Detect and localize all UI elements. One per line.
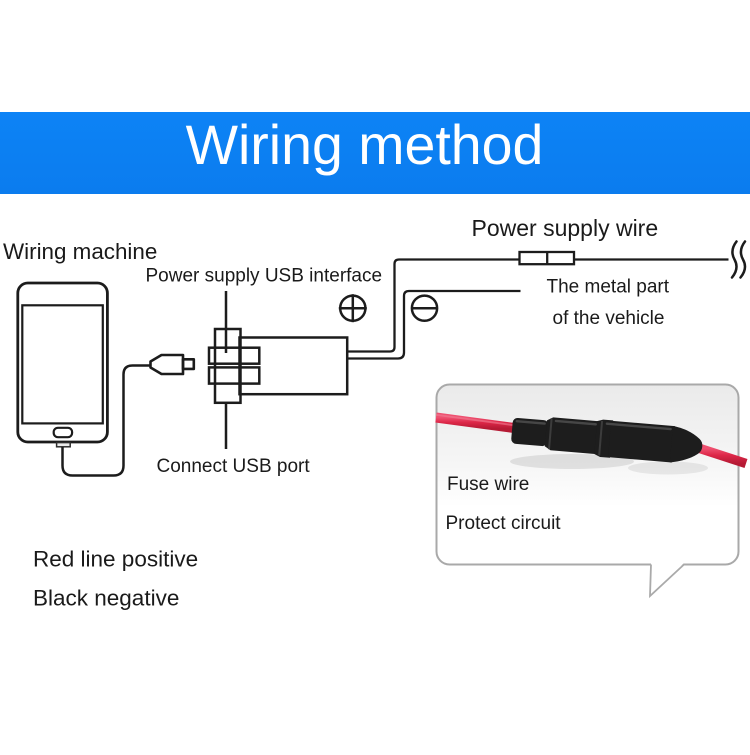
svg-text:Power supply USB interface: Power supply USB interface [146,266,383,287]
svg-text:Wiring method: Wiring method [186,114,544,176]
svg-text:Fuse wire: Fuse wire [447,474,529,495]
svg-text:Wiring machine: Wiring machine [3,239,157,264]
svg-text:Power supply wire: Power supply wire [472,215,659,241]
svg-text:of the vehicle: of the vehicle [553,308,665,329]
svg-text:Black negative: Black negative [33,586,179,611]
svg-text:Protect circuit: Protect circuit [446,513,562,534]
svg-text:Connect USB port: Connect USB port [157,456,311,477]
svg-text:Red line positive: Red line positive [33,547,198,572]
svg-text:The metal part: The metal part [547,277,670,298]
